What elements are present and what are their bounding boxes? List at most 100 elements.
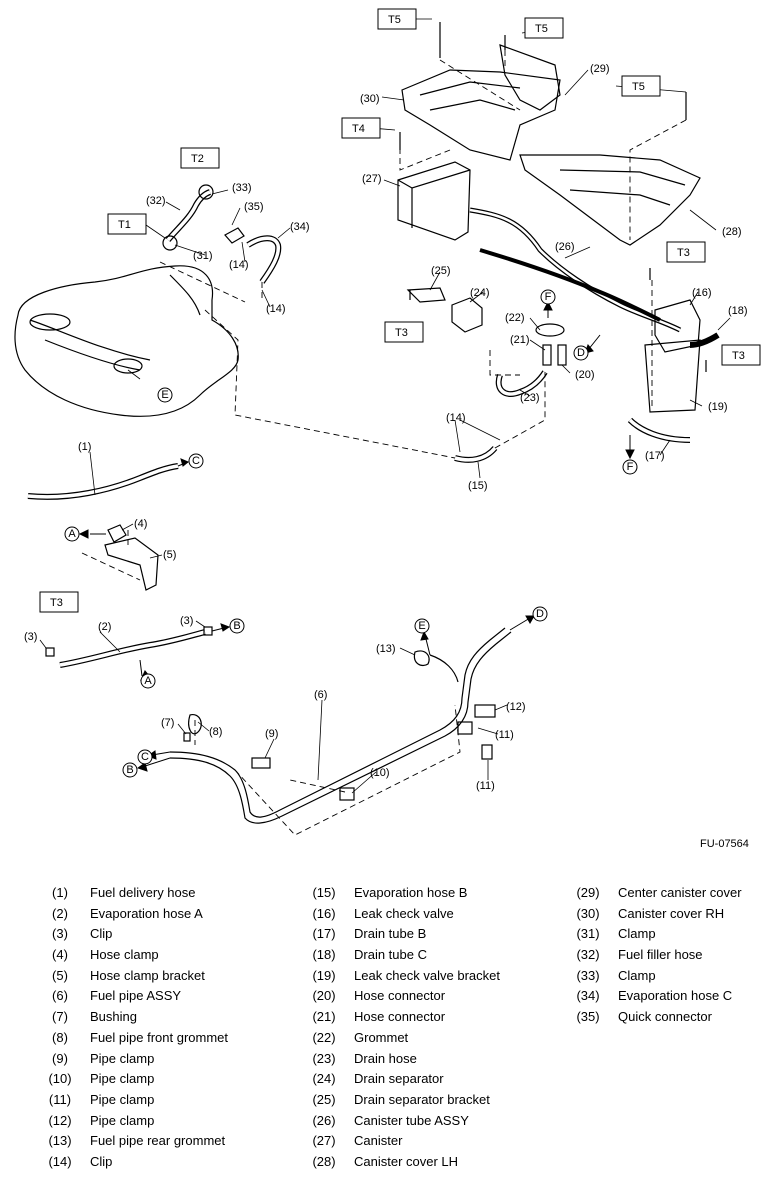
legend-name: Drain separator	[354, 1071, 444, 1087]
drain-separator	[451, 297, 483, 333]
legend-num: (31)	[576, 926, 600, 942]
callout-28: (28)	[722, 226, 742, 238]
legend-num: (20)	[312, 988, 336, 1004]
callout-9: (9)	[265, 728, 278, 740]
legend-name: Canister tube ASSY	[354, 1112, 469, 1128]
legend-num: (1)	[52, 885, 68, 900]
legend-name: Clamp	[618, 967, 656, 983]
torque-label-t3-d: T3	[50, 597, 63, 609]
callout-25: (25)	[431, 265, 451, 277]
callout-6: (6)	[314, 689, 327, 701]
callout-34: (34)	[290, 221, 310, 233]
legend-name: Leak check valve	[354, 905, 454, 921]
callout-14-a: (14)	[229, 259, 249, 271]
legend-num: (8)	[52, 1029, 68, 1045]
clamp-31-shape	[162, 235, 178, 251]
legend-num: (5)	[52, 967, 68, 983]
ref-letter-e-1: E	[418, 620, 425, 632]
torque-label-t1: T1	[118, 219, 131, 231]
callout-29: (29)	[590, 63, 610, 75]
legend-name: Fuel pipe rear grommet	[90, 1133, 226, 1149]
callout-12: (12)	[506, 701, 526, 713]
legend-num: (23)	[312, 1050, 336, 1066]
callout-19: (19)	[708, 401, 728, 413]
torque-labels: T5 T5 T5 T4 T2 T1 T3 T3 T3 T3	[50, 14, 745, 609]
legend-name: Hose connector	[354, 1009, 446, 1025]
grommet	[535, 323, 565, 337]
callout-14-b: (14)	[266, 303, 286, 315]
parts-legend: (1)Fuel delivery hose (2)Evaporation hos…	[0, 885, 771, 1185]
torque-box-t3-b	[384, 321, 424, 343]
callout-16: (16)	[692, 287, 712, 299]
canister-tube-assy	[469, 207, 682, 333]
legend-num: (22)	[312, 1029, 336, 1045]
torque-label-t3-a: T3	[677, 247, 690, 259]
legend-num: (11)	[48, 1091, 72, 1107]
canister-cover-rh	[401, 69, 561, 161]
callout-32: (32)	[146, 195, 166, 207]
callout-21: (21)	[510, 334, 530, 346]
legend-name: Clip	[90, 926, 113, 942]
legend-num: (21)	[312, 1009, 336, 1025]
callout-24: (24)	[470, 287, 490, 299]
legend-name: Clip	[90, 1153, 113, 1169]
legend-num: (16)	[312, 905, 336, 921]
legend-name: Fuel delivery hose	[90, 885, 196, 900]
pipe-clamp-12	[474, 704, 496, 718]
ref-letter-a-1: A	[68, 528, 76, 540]
callout-31: (31)	[193, 250, 213, 262]
quick-connector	[224, 227, 245, 244]
legend-name: Pipe clamp	[90, 1091, 155, 1107]
legend-num: (33)	[576, 967, 600, 983]
legend-num: (14)	[48, 1153, 72, 1169]
legend-name: Canister	[354, 1133, 403, 1149]
legend-name: Evaporation hose C	[618, 988, 733, 1004]
diagram-components	[14, 22, 720, 824]
callout-17: (17)	[645, 450, 665, 462]
part-callouts: (1) (2) (3) (3) (4) (5) (6) (7) (8) (9) …	[24, 63, 748, 792]
torque-box-t1	[107, 213, 147, 235]
legend-num: (9)	[52, 1050, 68, 1066]
callout-4: (4)	[134, 518, 147, 530]
legend-num: (25)	[312, 1091, 336, 1107]
callout-11-b: (11)	[476, 780, 495, 792]
torque-label-t3-b: T3	[395, 327, 408, 339]
torque-label-t4: T4	[352, 123, 365, 135]
pipe-clamp-9	[251, 757, 271, 769]
ref-letter-d-2: D	[577, 347, 585, 359]
callout-15: (15)	[468, 480, 488, 492]
legend-num: (34)	[576, 988, 600, 1004]
torque-box-t4	[341, 117, 381, 139]
center-canister-cover	[499, 44, 561, 111]
legend-num: (35)	[576, 1009, 600, 1025]
legend-num: (27)	[312, 1133, 336, 1149]
fuel-pipe-front-grommet	[188, 713, 202, 735]
canister-cover-lh	[519, 154, 701, 246]
fuel-pipe-assy	[169, 627, 506, 818]
callout-27: (27)	[362, 173, 382, 185]
legend-name: Leak check valve bracket	[354, 967, 500, 983]
legend-name: Hose connector	[354, 988, 446, 1004]
ref-letter-c-2: C	[141, 751, 149, 763]
hose-clamp-bracket	[104, 537, 159, 591]
callout-35: (35)	[244, 201, 264, 213]
ref-arrows	[78, 300, 635, 772]
hose-connector-20	[557, 344, 567, 366]
callout-2: (2)	[98, 621, 111, 633]
ref-letter-f-2: F	[627, 461, 634, 473]
legend-name: Evaporation hose B	[354, 885, 468, 900]
legend-name: Pipe clamp	[90, 1050, 155, 1066]
legend-num: (4)	[52, 947, 68, 963]
ref-circles	[64, 289, 638, 778]
callout-33: (33)	[232, 182, 252, 194]
legend-name: Drain tube B	[354, 926, 427, 942]
callout-7: (7)	[161, 717, 174, 729]
legend-num: (15)	[312, 885, 336, 900]
legend-num: (18)	[312, 947, 336, 963]
legend-name: Drain hose	[354, 1050, 417, 1066]
hose-clamp	[107, 524, 127, 543]
legend-name: Grommet	[354, 1029, 409, 1045]
legend-num: (6)	[52, 988, 68, 1004]
legend-name: Center canister cover	[618, 885, 742, 900]
legend-num: (26)	[312, 1112, 336, 1128]
